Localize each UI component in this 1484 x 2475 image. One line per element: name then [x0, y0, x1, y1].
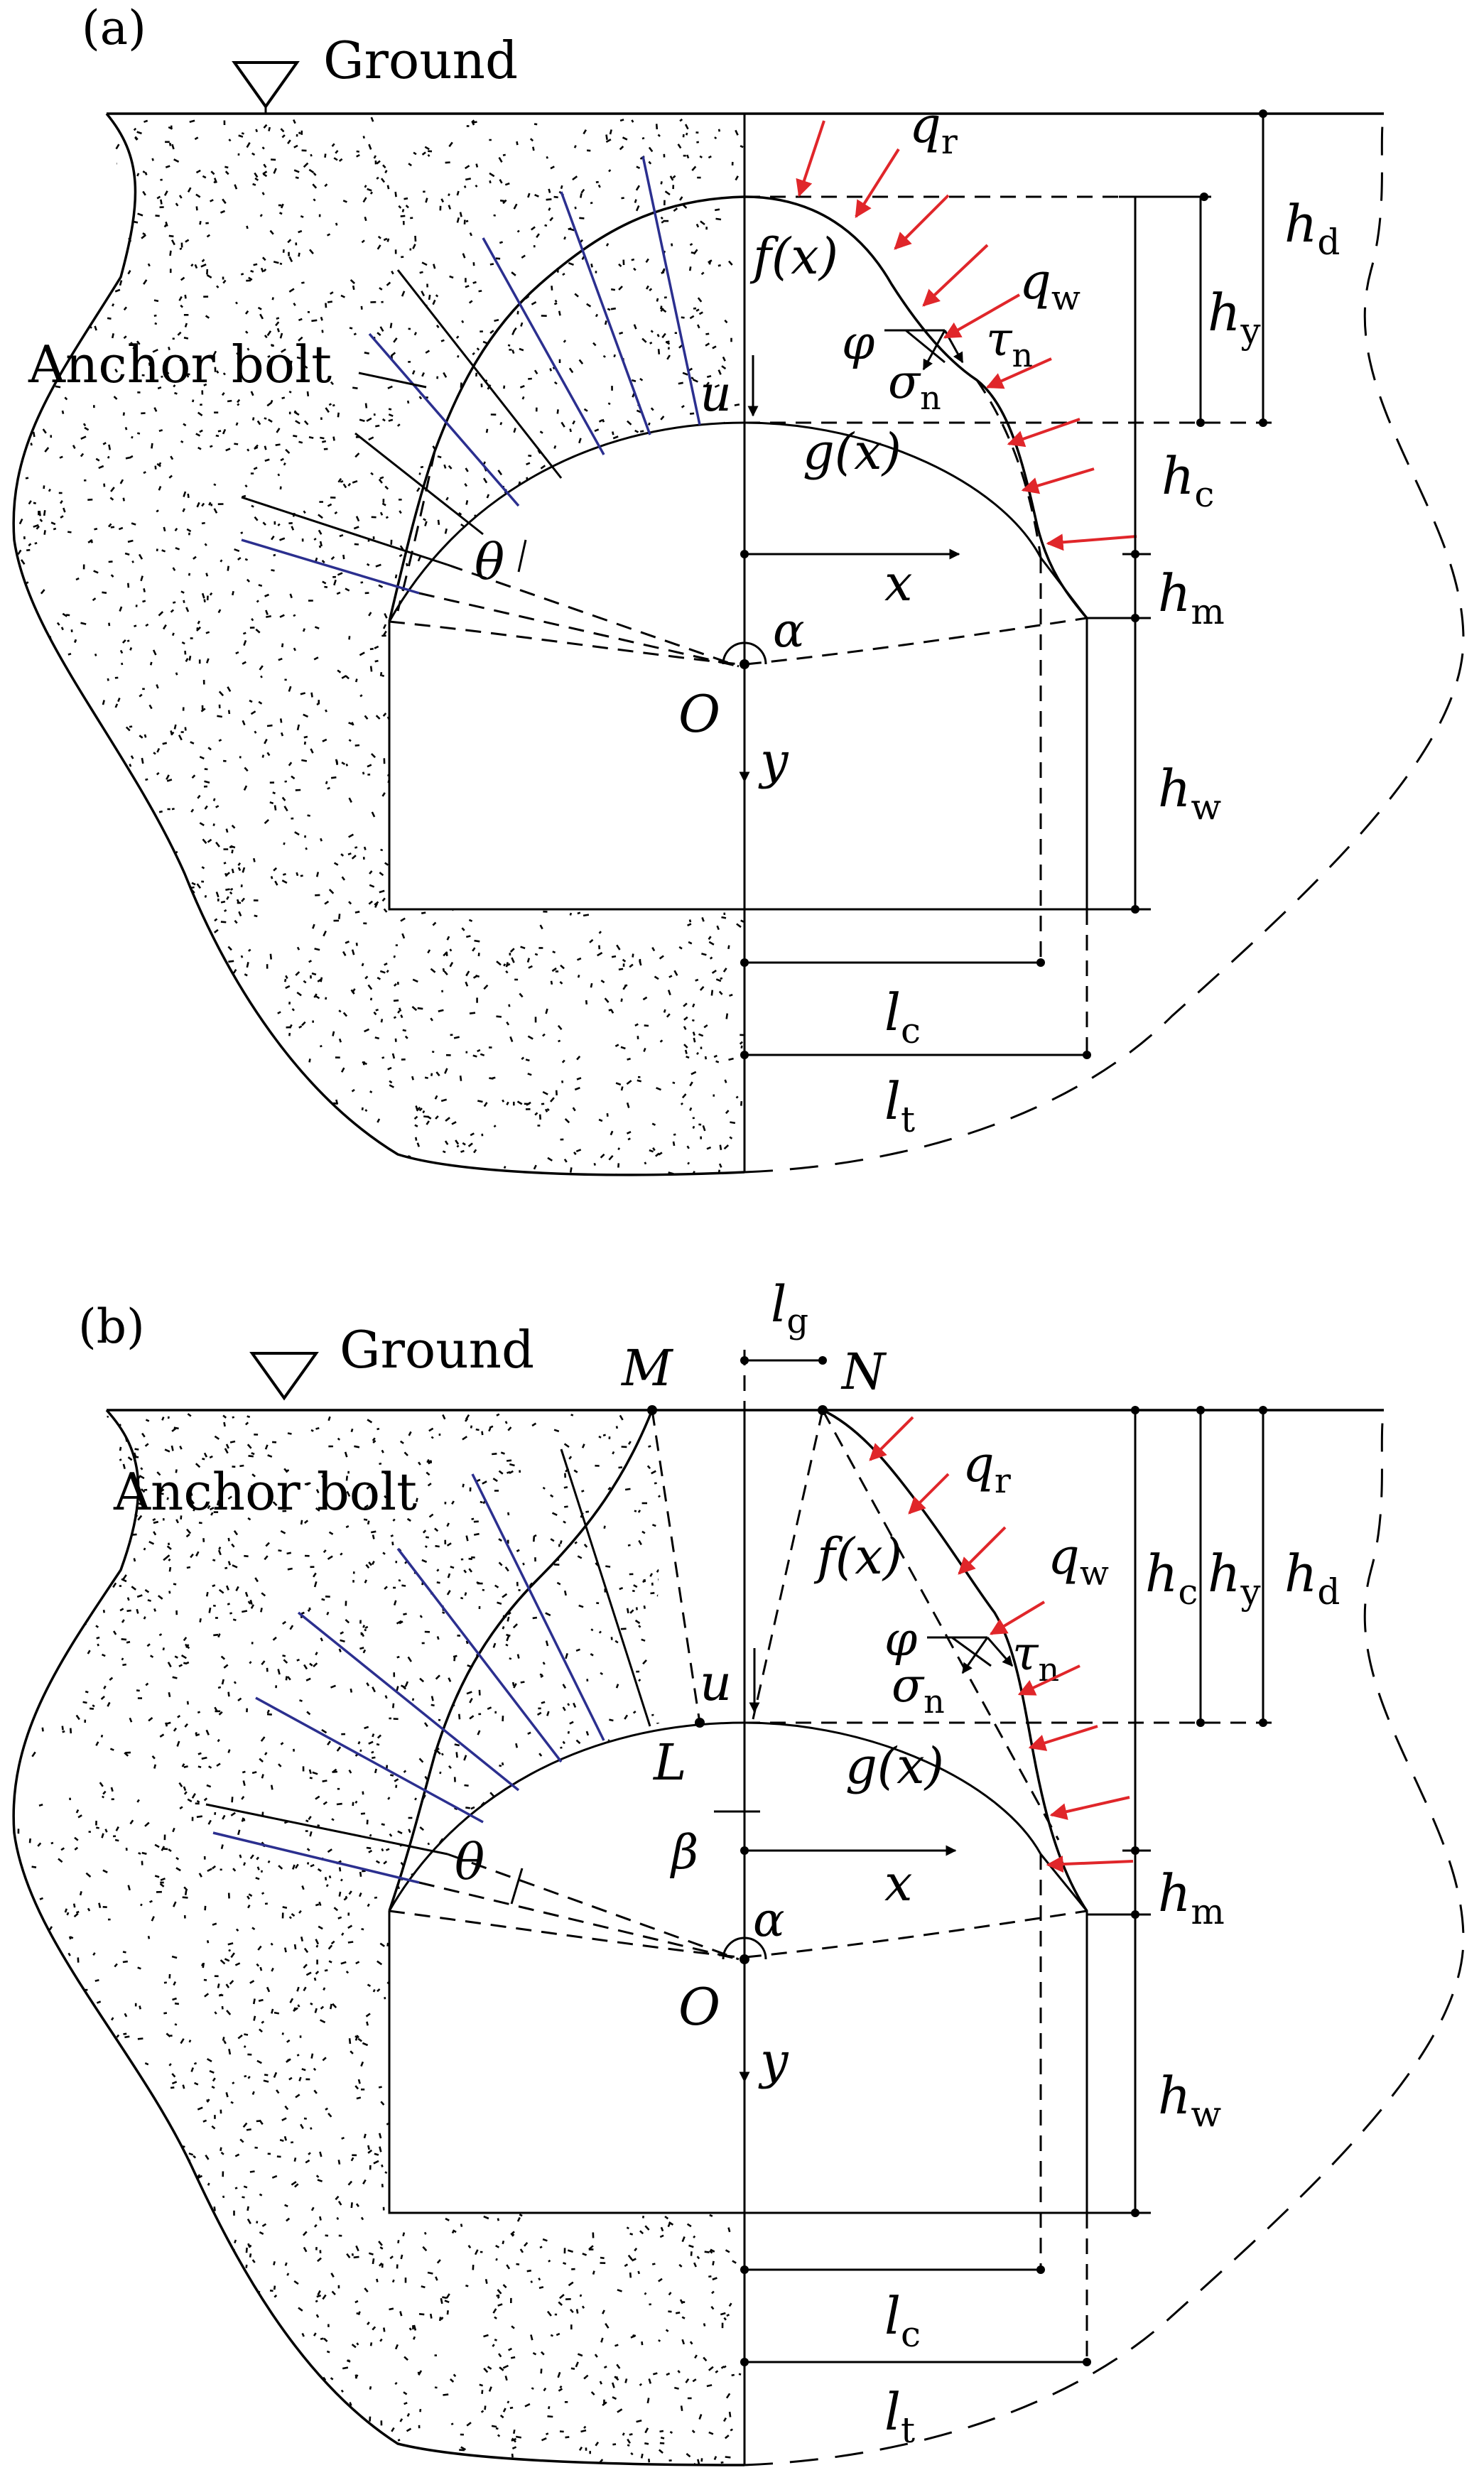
- hw-label-b: hw: [1158, 2066, 1221, 2135]
- lt-label-a: lt: [884, 1071, 915, 1140]
- y-axis-label-a: y: [758, 732, 789, 790]
- soil-boundary-left-a: [12, 112, 745, 1176]
- g-label-b: g(x): [845, 1737, 944, 1795]
- point-n: [818, 1405, 828, 1415]
- g-label-a: g(x): [803, 423, 901, 481]
- tunnel-arch-a: [388, 421, 1042, 622]
- load-arrows-b: [869, 1416, 1134, 1873]
- qw-label-b: qw: [1048, 1527, 1109, 1593]
- y-axis-label-b: y: [758, 2032, 789, 2090]
- u-label-a: u: [700, 364, 732, 423]
- tau-label-a: τn: [986, 312, 1033, 374]
- lt-label-b: lt: [884, 2382, 915, 2451]
- origin-point-a: [740, 659, 749, 669]
- hy-label-a: hy: [1208, 283, 1261, 352]
- origin-point-b: [740, 1954, 749, 1964]
- hc-label-b: hc: [1145, 1544, 1198, 1613]
- qw-label-a: qw: [1019, 252, 1080, 318]
- hw-label-a: hw: [1158, 759, 1221, 828]
- theta-label-b: θ: [455, 1833, 484, 1891]
- qr-label-a: qr: [909, 96, 958, 162]
- collapse-curve-right-b: [822, 1409, 1088, 1912]
- hd-label-b: hd: [1284, 1544, 1340, 1613]
- alpha-label-a: α: [773, 603, 805, 658]
- origin-label-a: O: [678, 684, 720, 744]
- ground-label-b: Ground: [340, 1320, 534, 1380]
- hm-label-a: hm: [1158, 563, 1225, 632]
- point-m: [647, 1405, 657, 1415]
- panel-b: (b) Ground: [12, 1275, 1465, 2466]
- panel-a-tag: (a): [82, 1, 146, 55]
- x-axis-label-a: x: [884, 554, 912, 612]
- ground-symbol-a: [232, 61, 300, 114]
- lc-label-a: lc: [884, 982, 921, 1051]
- sigma-label-a: σn: [888, 354, 941, 417]
- n-label: N: [840, 1343, 887, 1401]
- soil-boundary-right-b: [744, 1409, 1465, 2466]
- m-label: M: [620, 1339, 674, 1397]
- l-label: L: [652, 1733, 686, 1792]
- phi-label-b: φ: [884, 1612, 917, 1667]
- f-label-b: f(x): [813, 1527, 902, 1586]
- point-l: [695, 1718, 705, 1728]
- hd-label-a: hd: [1284, 194, 1340, 263]
- lc-label-b: lc: [884, 2286, 921, 2355]
- qr-label-b: qr: [963, 1435, 1011, 1501]
- soil-boundary-right-a: [744, 113, 1465, 1174]
- collapse-curve-left-a: [388, 195, 745, 622]
- anchor-bolt-label-b: Anchor bolt: [113, 1462, 417, 1522]
- u-label-b: u: [700, 1654, 732, 1712]
- alpha-label-b: α: [753, 1892, 785, 1947]
- panel-b-tag: (b): [78, 1299, 145, 1354]
- x-axis-label-b: x: [884, 1854, 912, 1912]
- sigma-label-b: σn: [892, 1658, 945, 1721]
- panel-a: (a) Ground: [12, 1, 1465, 1176]
- hy-label-b: hy: [1208, 1544, 1261, 1613]
- collapse-curve-left-b: [388, 1409, 654, 1912]
- origin-label-b: O: [678, 1977, 720, 2037]
- anchor-bolts-a: [241, 156, 701, 595]
- f-label-a: f(x): [749, 227, 838, 286]
- anchor-bolts-b: [205, 1448, 651, 1884]
- ground-symbol-b: [249, 1352, 319, 1401]
- load-arrows-a: [796, 120, 1137, 551]
- soil-boundary-left-b: [12, 1409, 745, 2466]
- hc-label-a: hc: [1161, 446, 1214, 515]
- beta-label: β: [669, 1825, 698, 1880]
- ground-label-a: Ground: [323, 31, 518, 90]
- lg-label: lg: [771, 1275, 808, 1341]
- hm-label-b: hm: [1158, 1863, 1225, 1932]
- anchor-bolt-label-a: Anchor bolt: [28, 335, 332, 394]
- collapse-curve-right-a: [744, 195, 1088, 619]
- theta-label-a: θ: [475, 533, 504, 591]
- phi-label-a: φ: [842, 315, 874, 370]
